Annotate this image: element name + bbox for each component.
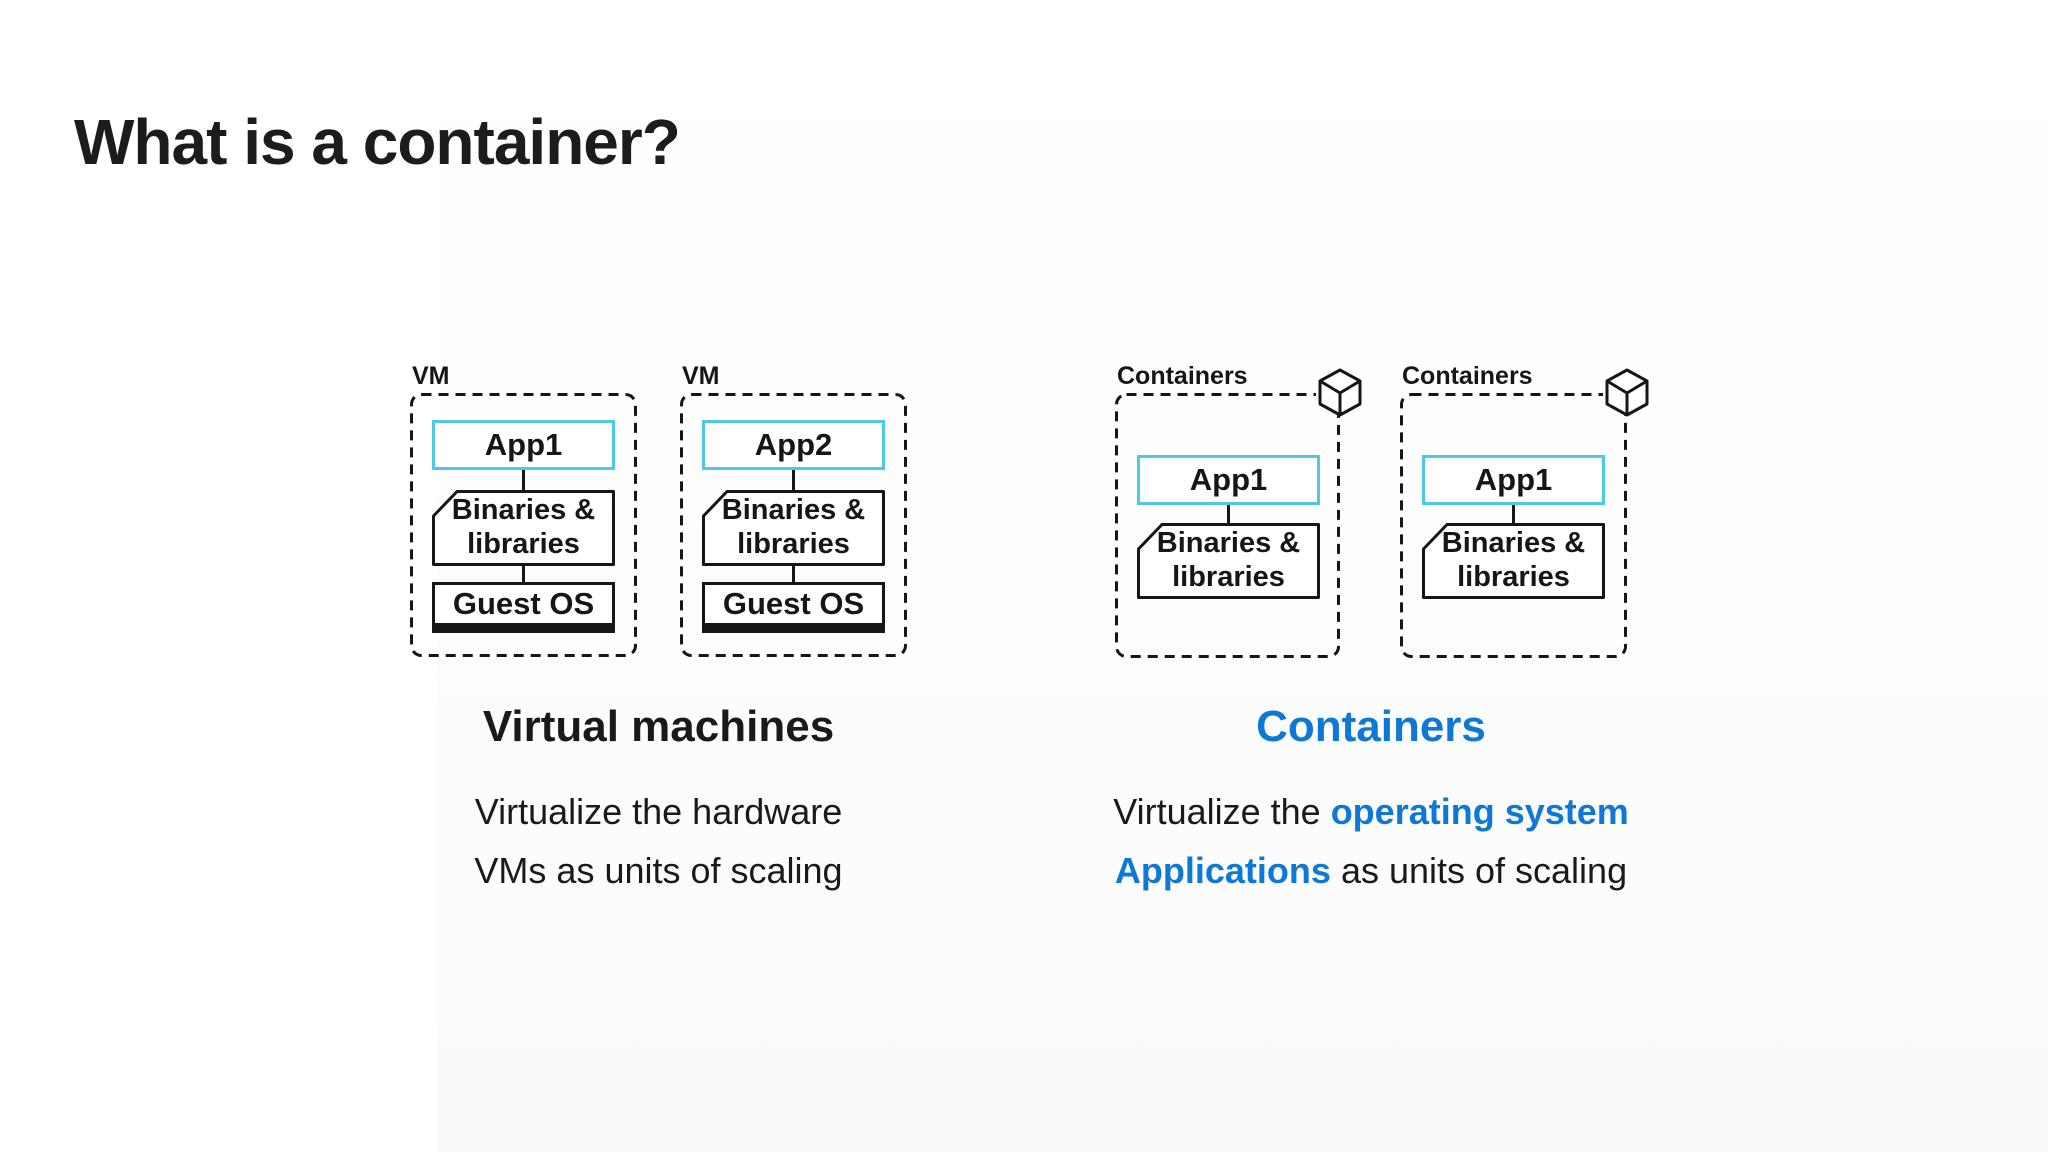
virtual-machines-heading: Virtual machines [482, 702, 835, 751]
containers-column: Containers Virtualize the operating syst… [1110, 702, 1632, 912]
guest-os-box: Guest OS [702, 582, 885, 633]
vm-diagram-2: VM App2 Binaries & libraries Guest OS [680, 362, 907, 657]
line1-highlight: operating system [1330, 791, 1629, 832]
line1-prefix: Virtualize the [1113, 791, 1331, 832]
connector-line [1512, 505, 1515, 523]
binaries-label: Binaries & libraries [1156, 527, 1301, 593]
cube-icon [1603, 368, 1651, 417]
binaries-box: Binaries & libraries [432, 490, 615, 566]
app-box: App1 [1137, 455, 1320, 505]
binaries-label: Binaries & libraries [451, 494, 596, 560]
connector-line [792, 470, 795, 490]
binaries-shape [1422, 523, 1605, 599]
dashed-border [1400, 393, 1627, 658]
containers-description-line-2: Applications as units of scaling [1110, 849, 1632, 892]
binaries-box: Binaries & libraries [702, 490, 885, 566]
vm-description-line-1: Virtualize the hardware [474, 791, 843, 832]
vm-label: VM [682, 362, 720, 390]
binaries-label: Binaries & libraries [1441, 527, 1586, 593]
app-box: App1 [1422, 455, 1605, 505]
virtual-machines-column: Virtual machines Virtualize the hardware… [410, 702, 907, 912]
app-box: App2 [702, 420, 885, 470]
cube-icon [1316, 368, 1364, 417]
containers-heading: Containers [1256, 702, 1486, 751]
containers-description-line-1: Virtualize the operating system [1110, 790, 1632, 833]
connector-line [792, 566, 795, 582]
line2-suffix: as units of scaling [1330, 850, 1628, 891]
binaries-shape [432, 490, 615, 566]
vm-label: VM [412, 362, 450, 390]
dashed-border [680, 393, 907, 657]
connector-line [522, 566, 525, 582]
page-title: What is a container? [74, 106, 681, 178]
dashed-border [410, 393, 637, 657]
binaries-shape [1137, 523, 1320, 599]
binaries-shape [702, 490, 885, 566]
binaries-label: Binaries & libraries [721, 494, 866, 560]
guest-os-box: Guest OS [432, 582, 615, 633]
containers-label: Containers [1402, 362, 1533, 390]
container-diagram-2: Containers App1 Binaries & libraries [1400, 362, 1651, 658]
connector-line [1227, 505, 1230, 523]
binaries-box: Binaries & libraries [1137, 523, 1320, 599]
binaries-box: Binaries & libraries [1422, 523, 1605, 599]
containers-label: Containers [1117, 362, 1248, 390]
line2-highlight: Applications [1114, 850, 1331, 891]
vm-description-line-2: VMs as units of scaling [474, 850, 843, 891]
app-box: App1 [432, 420, 615, 470]
container-diagram-1: Containers App1 Binaries & libraries [1115, 362, 1364, 658]
connector-line [522, 470, 525, 490]
vm-diagram-1: VM App1 Binaries & libraries Guest OS [410, 362, 637, 657]
